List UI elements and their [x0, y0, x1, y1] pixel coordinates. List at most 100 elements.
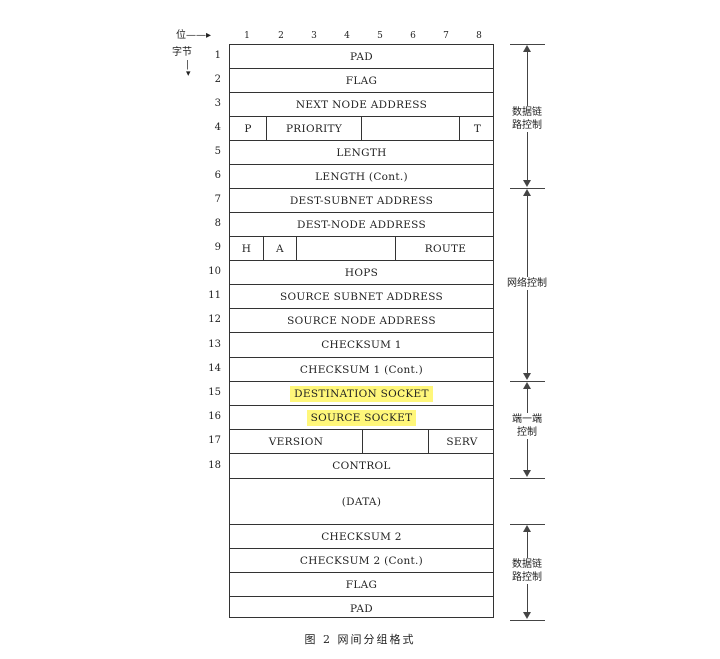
table-cell: CHECKSUM 1 (Cont.)	[230, 358, 493, 381]
table-cell: HOPS	[230, 261, 493, 284]
bit-number-6: 6	[410, 31, 416, 41]
field-label: DEST-NODE ADDRESS	[297, 218, 426, 231]
arrow-down-icon	[523, 612, 531, 619]
field-label: PRIORITY	[285, 122, 343, 135]
byte-axis-arrow-icon: |▾	[186, 60, 191, 79]
bit-number-4: 4	[344, 31, 350, 41]
field-label: CHECKSUM 2	[321, 530, 402, 543]
arrow-down-icon	[523, 373, 531, 380]
table-cell: CHECKSUM 1	[230, 333, 493, 357]
table-row: PAD	[230, 45, 493, 69]
bit-number-8: 8	[476, 31, 482, 41]
field-label: VERSION	[268, 435, 324, 448]
field-label: DEST-SUBNET ADDRESS	[289, 194, 434, 207]
field-label: PAD	[349, 603, 373, 615]
table-cell: ROUTE	[395, 237, 495, 260]
highlighted-field-label: SOURCE SOCKET	[306, 409, 417, 426]
table-cell: NEXT NODE ADDRESS	[230, 93, 493, 116]
arrow-down-icon	[523, 470, 531, 477]
field-label: PAD	[349, 50, 373, 63]
table-row: DESTINATION SOCKET	[230, 382, 493, 406]
table-cell: SOURCE NODE ADDRESS	[230, 309, 493, 332]
field-label: H	[241, 242, 252, 255]
table-cell	[361, 117, 459, 140]
table-cell: PRIORITY	[266, 117, 361, 140]
field-label: ROUTE	[424, 242, 467, 255]
table-row: FLAG	[230, 69, 493, 93]
table-row: NEXT NODE ADDRESS	[230, 93, 493, 117]
bracket-label: 数据链 路控制	[506, 558, 548, 584]
table-cell: P	[230, 117, 266, 140]
field-label: LENGTH	[336, 146, 387, 159]
table-row: CHECKSUM 2 (Cont.)	[230, 549, 493, 573]
table-row: HOPS	[230, 261, 493, 285]
table-cell: SERV	[428, 430, 495, 453]
field-label: CONTROL	[332, 460, 391, 472]
byte-number: 13	[208, 338, 221, 350]
field-label: FLAG	[345, 74, 378, 87]
field-label: A	[276, 242, 284, 255]
bracket-cap	[510, 478, 545, 479]
field-label: HOPS	[344, 266, 379, 279]
table-cell: CHECKSUM 2	[230, 525, 493, 548]
byte-number: 16	[208, 411, 221, 422]
bracket-label: 网络控制	[506, 277, 548, 290]
arrow-up-icon	[523, 382, 531, 389]
table-row: (DATA)	[230, 479, 493, 525]
field-label: FLAG	[345, 578, 378, 591]
byte-number: 6	[214, 170, 221, 181]
byte-number: 18	[208, 459, 221, 471]
table-cell: CHECKSUM 2 (Cont.)	[230, 549, 493, 572]
highlighted-field-label: DESTINATION SOCKET	[290, 385, 433, 402]
byte-number: 11	[208, 290, 221, 301]
bit-number-5: 5	[377, 31, 383, 41]
table-row: CHECKSUM 1	[230, 333, 493, 358]
table-cell: FLAG	[230, 573, 493, 596]
table-cell: VERSION	[230, 430, 362, 453]
bracket-cap	[510, 620, 545, 621]
bit-number-2: 2	[278, 31, 284, 41]
table-row: LENGTH	[230, 141, 493, 165]
field-label: NEXT NODE ADDRESS	[295, 98, 428, 111]
field-label: SOURCE NODE ADDRESS	[287, 314, 436, 327]
figure-caption: 图 2 网间分组格式	[304, 633, 416, 646]
table-row: DEST-NODE ADDRESS	[230, 213, 493, 237]
byte-number: 3	[214, 98, 221, 109]
table-cell: PAD	[230, 45, 493, 68]
table-cell: A	[263, 237, 296, 260]
byte-number: 17	[208, 435, 221, 446]
byte-number: 4	[214, 122, 221, 133]
byte-number: 2	[214, 74, 221, 85]
table-row: CHECKSUM 2	[230, 525, 493, 549]
bit-number-7: 7	[443, 31, 449, 41]
field-label: CHECKSUM 2 (Cont.)	[299, 554, 424, 567]
table-cell: SOURCE SOCKET	[230, 406, 493, 429]
bit-axis-label: 位——▸	[176, 30, 212, 41]
byte-number: 1	[214, 50, 221, 61]
table-row: SOURCE SUBNET ADDRESS	[230, 285, 493, 309]
field-label: P	[244, 122, 252, 135]
table-row: SOURCE NODE ADDRESS	[230, 309, 493, 333]
table-cell: CONTROL	[230, 454, 493, 478]
byte-number: 9	[214, 242, 221, 253]
table-row: PAD	[230, 597, 493, 621]
table-cell: LENGTH	[230, 141, 493, 164]
arrow-down-icon	[523, 180, 531, 187]
byte-number: 14	[208, 363, 221, 374]
arrow-up-icon	[523, 45, 531, 52]
field-label: LENGTH (Cont.)	[315, 170, 408, 183]
field-label: (DATA)	[341, 495, 382, 508]
table-cell: (DATA)	[230, 479, 493, 524]
table-cell: DEST-SUBNET ADDRESS	[230, 189, 493, 212]
table-row: DEST-SUBNET ADDRESS	[230, 189, 493, 213]
bit-number-3: 3	[311, 31, 317, 41]
table-cell: SOURCE SUBNET ADDRESS	[230, 285, 493, 308]
byte-number: 8	[214, 218, 221, 229]
table-row: LENGTH (Cont.)	[230, 165, 493, 189]
byte-number: 12	[208, 314, 221, 325]
table-cell	[362, 430, 428, 453]
table-row: H A ROUTE	[230, 237, 493, 261]
byte-axis-label: 字节	[172, 47, 192, 58]
